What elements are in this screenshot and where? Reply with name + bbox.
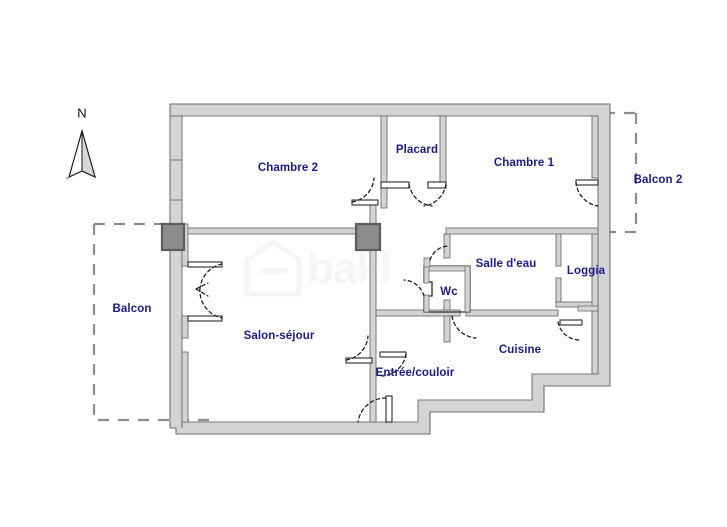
room-label-wc: Wc <box>440 286 458 298</box>
room-label-entree-couloir: Entrée/couloir <box>375 367 455 379</box>
door-swing-chambre-2 <box>351 177 375 203</box>
room-label-chambre-1: Chambre 1 <box>493 157 555 169</box>
room-label-salon-sejour: Salon-séjour <box>243 330 315 342</box>
door-leaf-salon-a <box>195 282 209 290</box>
exterior-wall-inner-line <box>181 115 599 423</box>
stray-dot-mark <box>66 177 68 179</box>
room-label-placard: Placard <box>395 144 439 156</box>
door-swing-entree-right <box>381 353 407 377</box>
door-leaf-salon-b <box>195 288 209 297</box>
door-swing-placard <box>408 183 433 207</box>
room-label-salle-d-eau: Salle d'eau <box>475 258 537 270</box>
door-swing-chambre-1 <box>575 181 599 207</box>
door-swing-salon-a <box>199 263 223 289</box>
north-arrow-icon <box>68 128 96 179</box>
balcon-boundary <box>92 222 212 422</box>
door-swing-wc <box>403 279 425 297</box>
structural-blocks <box>160 222 382 252</box>
door-swing-loggia <box>557 321 581 341</box>
room-label-chambre-2: Chambre 2 <box>257 162 319 174</box>
door-swing-cuisine <box>451 315 477 339</box>
door-swing-arcs <box>195 177 599 423</box>
door-swing-salon-b <box>199 287 223 319</box>
room-label-cuisine: Cuisine <box>498 344 542 356</box>
door-swing-entree-upper <box>423 183 447 207</box>
door-swing-main-entrance <box>357 397 387 423</box>
room-label-balcon-2: Balcon 2 <box>633 174 683 186</box>
exterior-walls <box>169 103 611 435</box>
door-swing-salle-d-eau <box>429 245 449 261</box>
door-swing-entree-left <box>345 335 369 361</box>
north-label: N <box>77 105 87 121</box>
room-label-balcon: Balcon <box>112 303 152 315</box>
room-label-loggia: Loggia <box>566 265 606 277</box>
